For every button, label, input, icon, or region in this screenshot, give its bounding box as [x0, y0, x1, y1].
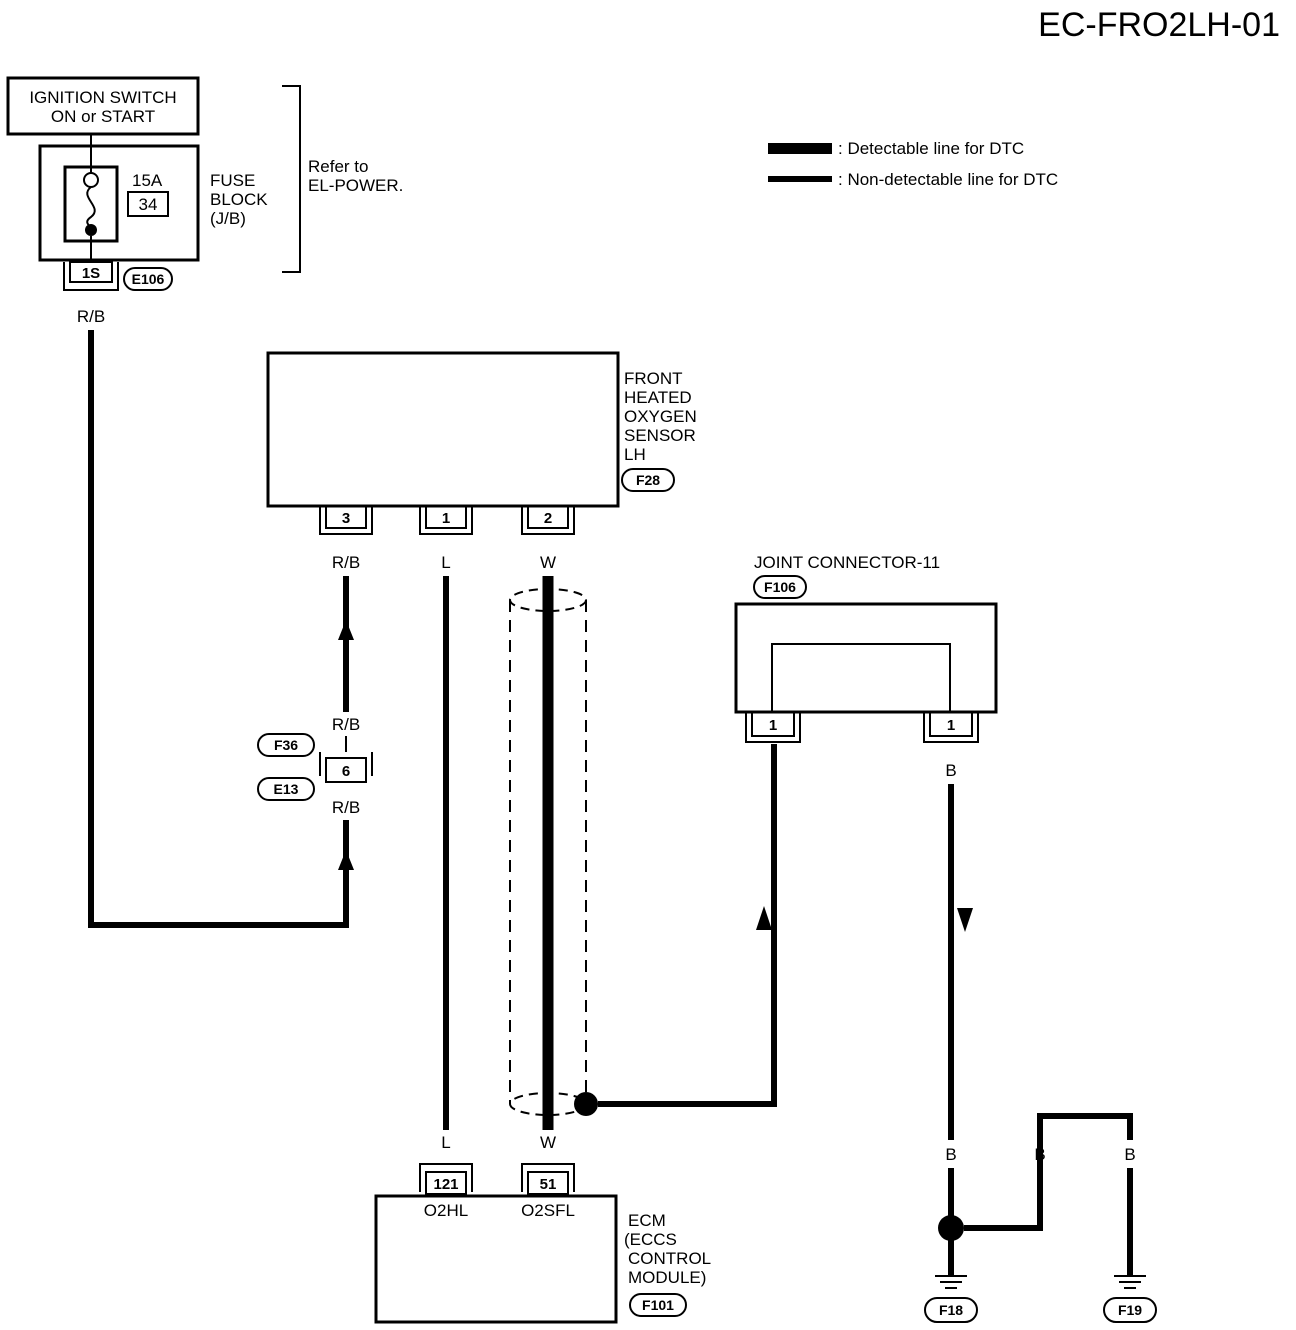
- sensor-pin-2: 2: [521, 505, 575, 535]
- fuse-block-label-3: (J/B): [210, 209, 246, 228]
- joint-connector-title: JOINT CONNECTOR-11: [754, 553, 940, 572]
- wire-color-rb-fuse: R/B: [77, 307, 105, 326]
- arrow-up-icon: [338, 850, 354, 870]
- legend-thin-swatch: [768, 176, 832, 182]
- sensor-label-1: FRONT: [624, 369, 683, 388]
- sensor-pin-1-label: 1: [442, 510, 450, 527]
- fuse-block-label-1: FUSE: [210, 171, 255, 190]
- ignition-switch-label-1: IGNITION SWITCH: [29, 88, 176, 107]
- wire-color-rb-sensor: R/B: [332, 553, 360, 572]
- fuse-connector-id: E106: [132, 271, 165, 287]
- wire-color-b-upper: B: [945, 1145, 956, 1164]
- sensor-pin-3-label: 3: [342, 510, 350, 527]
- sensor-label-5: LH: [624, 445, 646, 464]
- arrow-up-icon: [756, 906, 772, 930]
- sensor-pin-1: 1: [419, 505, 473, 535]
- fuse-connector-pin: 1S: [82, 265, 100, 282]
- joint-connector-id: F106: [764, 579, 796, 595]
- legend-non-detectable: : Non-detectable line for DTC: [838, 170, 1058, 189]
- sensor-pin-2-label: 2: [544, 510, 552, 527]
- arrow-up-icon: [338, 620, 354, 640]
- wire-color-b-jumper: B: [1034, 1145, 1045, 1164]
- wire-color-rb-lower: R/B: [332, 798, 360, 817]
- fuse-top-terminal: [83, 172, 99, 188]
- fuse-number: 34: [139, 195, 158, 214]
- front-heated-oxygen-sensor: FRONT HEATED OXYGEN SENSOR LH F28: [266, 351, 697, 508]
- arrow-down-icon: [957, 908, 973, 932]
- legend: : Detectable line for DTC : Non-detectab…: [768, 139, 1058, 189]
- wire-b-jumper: [964, 1113, 1133, 1231]
- fuse-block-label-2: BLOCK: [210, 190, 268, 209]
- legend-thick-swatch: [768, 143, 832, 154]
- inline-connector-pin: 6: [342, 763, 350, 780]
- ground-f19-id: F19: [1118, 1302, 1142, 1318]
- inline-connector: F36 6 E13: [257, 733, 373, 801]
- ignition-switch: IGNITION SWITCH ON or START: [6, 76, 200, 136]
- sensor-pin-3: 3: [319, 505, 373, 535]
- wire-color-b-f19: B: [1124, 1145, 1135, 1164]
- joint-connector-pin-left: 1: [769, 717, 777, 734]
- ecm-label-2: (ECCS: [624, 1230, 677, 1249]
- refer-note: Refer to EL-POWER.: [282, 85, 403, 273]
- inline-connector-top-id: F36: [274, 737, 298, 753]
- wire-color-l-ecm: L: [441, 1133, 450, 1152]
- ecm-connector-id: F101: [642, 1297, 674, 1313]
- wire-color-w-sensor: W: [540, 553, 556, 572]
- sensor-connector-id: F28: [636, 472, 660, 488]
- wire-color-l-sensor: L: [441, 553, 450, 572]
- shield-junction: [574, 1092, 598, 1116]
- diagram-title: EC-FRO2LH-01: [1038, 6, 1280, 44]
- refer-note-line-2: EL-POWER.: [308, 176, 403, 195]
- legend-detectable: : Detectable line for DTC: [838, 139, 1024, 158]
- ecm-signal-o2sfl: O2SFL: [521, 1201, 575, 1220]
- fuse-amperage: 15A: [132, 171, 163, 190]
- joint-connector: JOINT CONNECTOR-11 F106 1 1: [734, 553, 998, 743]
- ecm-label-4: MODULE): [628, 1268, 706, 1287]
- refer-note-line-1: Refer to: [308, 157, 368, 176]
- ecm-pin-51: 51: [540, 1176, 557, 1193]
- sensor-label-2: HEATED: [624, 388, 692, 407]
- ground-icon: [935, 1275, 967, 1289]
- inline-connector-bottom-id: E13: [274, 781, 299, 797]
- ecm-label-1: ECM: [628, 1211, 666, 1230]
- joint-connector-pin-right: 1: [947, 717, 955, 734]
- fuse-connector: 1S E106: [63, 261, 173, 291]
- fuse-block: 15A 34 FUSE BLOCK (J/B): [38, 134, 268, 263]
- ground-junction: [938, 1215, 964, 1241]
- ground-icon: [1114, 1275, 1146, 1289]
- sensor-label-3: OXYGEN: [624, 407, 697, 426]
- sensor-label-4: SENSOR: [624, 426, 696, 445]
- fuse-bottom-terminal: [85, 224, 97, 236]
- ground-f18-id: F18: [939, 1302, 963, 1318]
- wire-color-b-joint: B: [945, 761, 956, 780]
- ecm-pin-121: 121: [433, 1176, 458, 1193]
- ecm-label-3: CONTROL: [628, 1249, 711, 1268]
- ecm-signal-o2hl: O2HL: [424, 1201, 468, 1220]
- ignition-switch-label-2: ON or START: [51, 107, 155, 126]
- wire-color-w-ecm: W: [540, 1133, 556, 1152]
- ecm: 121 51 O2HL O2SFL ECM (ECCS CONTROL MODU…: [374, 1163, 711, 1324]
- ground-f19: F19: [1103, 1275, 1157, 1323]
- wire-shield-ground: [598, 744, 777, 1107]
- wire-color-rb-upper: R/B: [332, 715, 360, 734]
- ground-f18: F18: [924, 1275, 978, 1323]
